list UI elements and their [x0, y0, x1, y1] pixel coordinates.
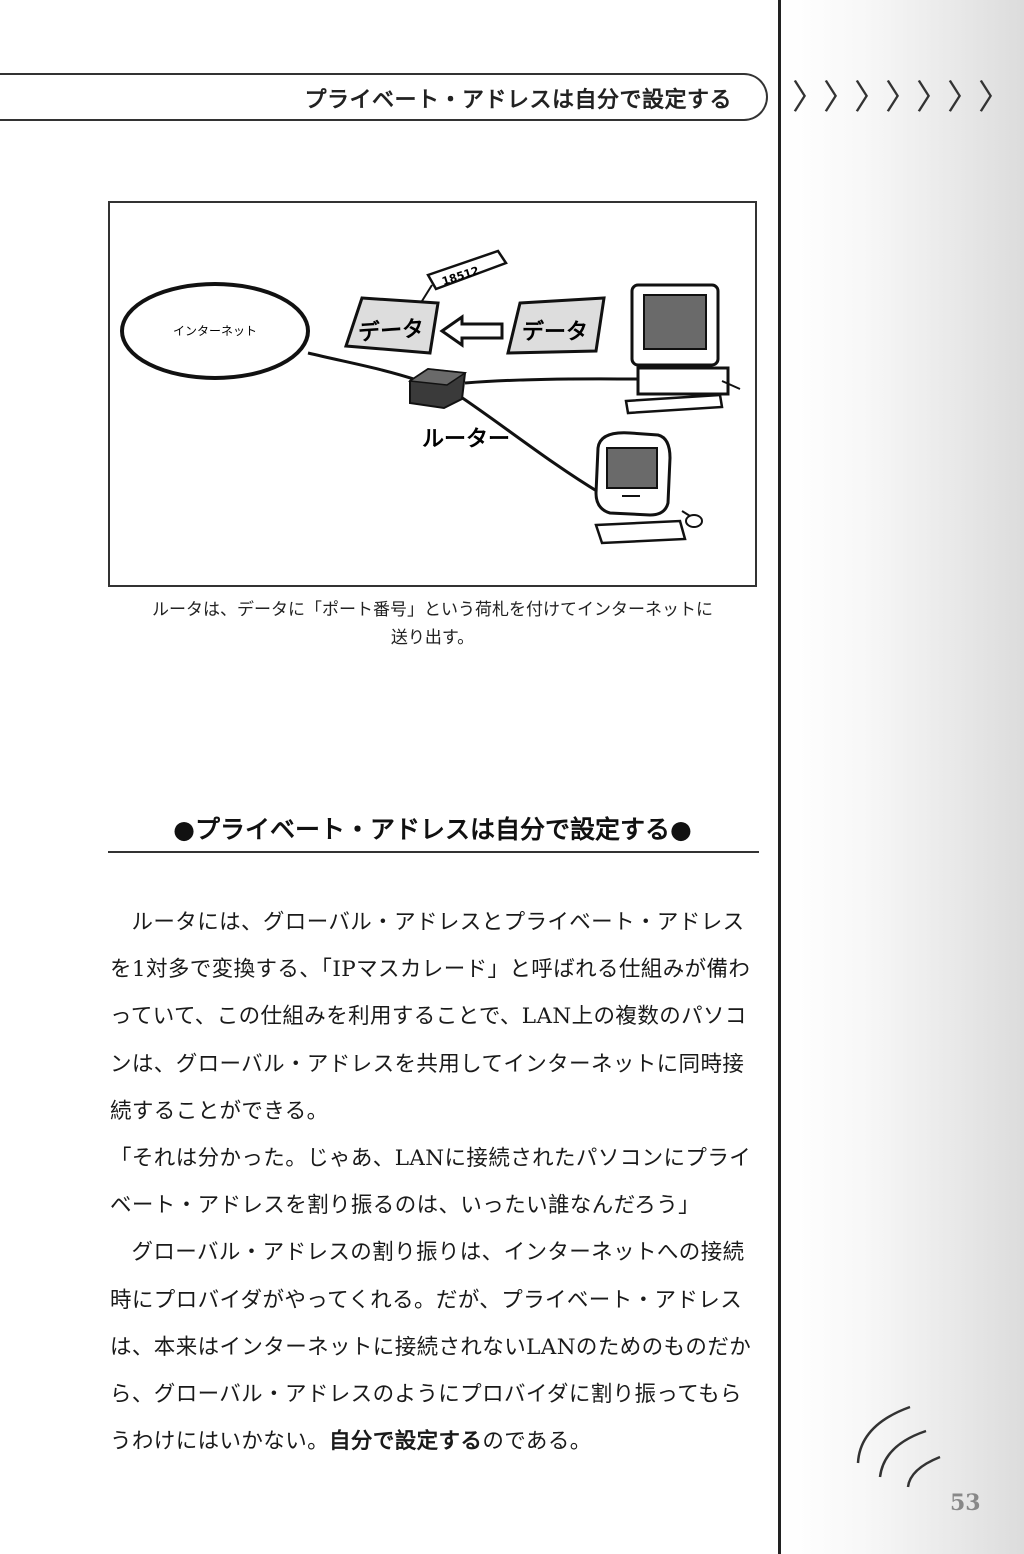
running-header-title: プライベート・アドレスは自分で設定する: [304, 88, 732, 113]
page-number: 53: [950, 1490, 981, 1516]
corner-arc-decoration: [856, 1405, 941, 1488]
router-illustration: インターネット ルーター データ 18512 データ: [108, 201, 757, 587]
section-heading: ●プライベート・アドレスは自分で設定する●: [173, 815, 692, 844]
caption-line-2: 送り出す。: [390, 628, 475, 648]
desktop-computer-icon: [624, 283, 741, 415]
internet-cloud: [120, 282, 310, 380]
router-label: ルーター: [422, 427, 510, 452]
cable-router-desktop: [464, 377, 641, 385]
paragraph-3-end: のである。: [482, 1429, 592, 1455]
page-edge-line: [778, 0, 781, 1554]
body-text: ルータには、グローバル・アドレスとプライベート・アドレスを1対多で変換する、「I…: [110, 899, 762, 1465]
paragraph-3-emphasis: 自分で設定する: [329, 1429, 483, 1455]
section-heading-rule: [108, 851, 759, 853]
caption-line-1: ルータは、データに「ポート番号」という荷札を付けてインターネットに: [152, 600, 713, 620]
paragraph-2-quote: 「それは分かった。じゃあ、LANに接続されたパソコンにプライベート・アドレスを割…: [110, 1146, 752, 1219]
internet-label: インターネット: [173, 324, 257, 338]
cable-router-imac: [457, 393, 601, 495]
packet-right: データ: [506, 296, 606, 355]
packet-right-label: データ: [522, 319, 588, 345]
router-diagram-svg: インターネット ルーター データ 18512 データ: [120, 249, 741, 545]
gutter-shading: [786, 0, 1024, 1554]
left-arrow-icon: [439, 314, 504, 348]
figure-caption: ルータは、データに「ポート番号」という荷札を付けてインターネットに 送り出す。: [108, 596, 757, 652]
imac-computer-icon: [594, 431, 703, 545]
router-device: [407, 367, 468, 410]
paragraph-3: グローバル・アドレスの割り振りは、インターネットへの接続時にプロバイダがやってく…: [110, 1229, 762, 1465]
packet-left-label: データ: [357, 316, 425, 347]
running-header: プライベート・アドレスは自分で設定する: [0, 73, 768, 121]
header-chevron-decoration: 〉〉〉〉〉〉〉: [792, 78, 1024, 118]
paragraph-3-text: グローバル・アドレスの割り振りは、インターネットへの接続時にプロバイダがやってく…: [110, 1240, 752, 1455]
packet-left: データ: [343, 296, 440, 355]
paragraph-1: ルータには、グローバル・アドレスとプライベート・アドレスを1対多で変換する、「I…: [110, 910, 751, 1124]
cable-internet-router: [307, 351, 421, 383]
port-number-tag: 18512: [421, 249, 508, 302]
